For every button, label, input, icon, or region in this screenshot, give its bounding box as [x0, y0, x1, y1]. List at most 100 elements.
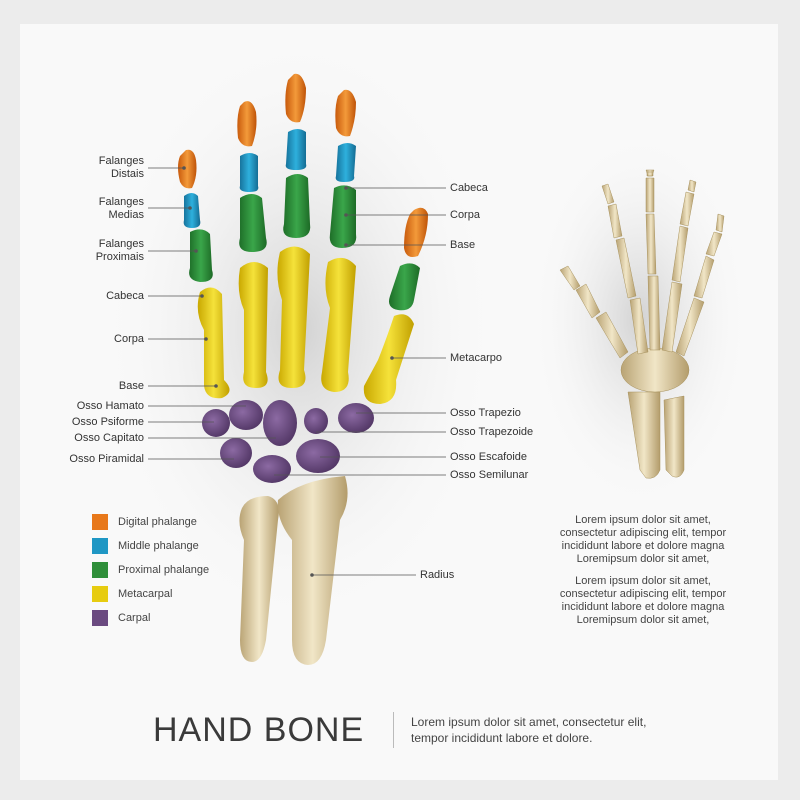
legend-swatch-carpal: [92, 610, 108, 626]
side-paragraph-1: Lorem ipsum dolor sit amet, consectetur …: [548, 514, 738, 566]
skeleton-little-proximal: [693, 255, 715, 299]
label-falanges-distais-line2: Distais: [110, 168, 144, 180]
legend-item-proximal: Proximal phalange: [92, 558, 209, 582]
metacarpal-4: [238, 262, 268, 388]
side-paragraph-1-line: incididunt labore et dolore magna: [561, 540, 725, 552]
label-falanges-medias-line1: Falanges: [98, 196, 144, 208]
skeleton-thumb-proximal: [575, 283, 601, 319]
middle-phalange-2: [335, 143, 356, 182]
legend-label-middle: Middle phalange: [118, 540, 199, 552]
side-paragraph-1-line: consectetur adipiscing elit, tempor: [559, 527, 727, 539]
carpal-piramidal: [220, 438, 252, 468]
right-leader-lines: [274, 187, 446, 576]
carpal-trapezoide: [304, 408, 328, 434]
label-falanges-proximais: Falanges Proximais: [96, 238, 144, 264]
proximal-phalange-1: [389, 263, 420, 311]
carpal-bones: [202, 400, 374, 483]
side-paragraph-2-line: incididunt labore et dolore magna: [561, 601, 725, 613]
carpal-escafoide: [296, 439, 340, 473]
label-cabeca-right: Cabeca: [450, 182, 488, 194]
label-osso-capitato: Osso Capitato: [74, 432, 144, 444]
metacarpal-5: [197, 287, 230, 399]
carpal-psiforme: [202, 409, 230, 437]
label-osso-semilunar: Osso Semilunar: [450, 469, 529, 481]
left-leader-lines: [148, 167, 276, 460]
skeleton-radius: [627, 391, 661, 479]
carpal-semilunar: [253, 455, 291, 483]
label-base-left: Base: [118, 380, 144, 392]
skeleton-little-distal: [715, 213, 725, 233]
proximal-phalange-2: [329, 185, 357, 248]
skeleton-ring-distal: [687, 179, 697, 193]
label-falanges-proximais-line2: Proximais: [95, 251, 144, 263]
carpal-capitato: [263, 400, 297, 446]
middle-phalange-5: [183, 193, 201, 228]
legend-label-carpal: Carpal: [118, 612, 151, 624]
label-osso-psiforme: Osso Psiforme: [71, 416, 144, 428]
side-paragraph-2-line: consectetur adipiscing elit, tempor: [559, 588, 727, 600]
skeleton-metacarpal-5: [675, 297, 705, 357]
label-osso-escafoide: Osso Escafoide: [450, 451, 528, 463]
side-paragraph-1-line: Lorem ipsum dolor sit amet,: [575, 514, 711, 526]
label-base-right: Base: [450, 239, 476, 251]
distal-phalange-3: [285, 73, 306, 123]
skeleton-little-middle: [705, 231, 723, 257]
label-falanges-medias-line2: Medias: [108, 209, 144, 221]
radius-bone: [277, 476, 348, 665]
legend-item-metacarpal: Metacarpal: [92, 582, 209, 606]
skeleton-metacarpal-3: [647, 275, 661, 351]
side-paragraph-2: Lorem ipsum dolor sit amet, consectetur …: [548, 575, 738, 627]
label-corpa-right: Corpa: [450, 209, 480, 221]
label-osso-piramidal: Osso Piramidal: [69, 453, 144, 465]
middle-phalanges: [183, 129, 356, 228]
label-osso-hamato: Osso Hamato: [76, 400, 144, 412]
metacarpal-bones: [197, 246, 414, 404]
proximal-phalange-3: [283, 174, 311, 238]
carpal-trapezio: [338, 403, 374, 433]
legend-swatch-metacarpal: [92, 586, 108, 602]
label-falanges-proximais-line1: Falanges: [98, 238, 144, 250]
page-title: HAND BONE: [153, 711, 365, 749]
label-falanges-medias: Falanges Medias: [99, 196, 144, 222]
forearm-bones: [239, 476, 348, 665]
skeleton-metacarpal-4: [661, 281, 683, 353]
skeleton-index-distal: [601, 183, 615, 205]
label-falanges-distais-line1: Falanges: [98, 155, 144, 167]
skeleton-ulna: [663, 395, 685, 478]
label-osso-trapezoide: Osso Trapezoide: [450, 426, 534, 438]
middle-phalange-4: [239, 153, 259, 192]
label-falanges-distais: Falanges Distais: [99, 155, 144, 181]
label-radius: Radius: [420, 569, 455, 581]
proximal-phalange-5: [189, 229, 213, 282]
side-paragraph-2-line: Loremipsum dolor sit amet,: [576, 614, 710, 626]
skeleton-ring-middle: [679, 191, 695, 227]
legend-item-digital: Digital phalange: [92, 510, 209, 534]
color-legend: Digital phalange Middle phalange Proxima…: [92, 510, 209, 630]
legend-item-carpal: Carpal: [92, 606, 209, 630]
distal-phalange-5: [178, 149, 197, 189]
skeleton-middle-middle: [645, 177, 655, 213]
legend-label-proximal: Proximal phalange: [118, 564, 210, 576]
label-cabeca-left: Cabeca: [106, 290, 144, 302]
label-corpa-left: Corpa: [114, 333, 144, 345]
legend-item-middle: Middle phalange: [92, 534, 209, 558]
proximal-phalange-4: [239, 194, 267, 252]
skeletal-hand-illustration: [559, 169, 725, 479]
legend-label-metacarpal: Metacarpal: [118, 588, 173, 600]
legend-swatch-middle: [92, 538, 108, 554]
metacarpal-3: [277, 246, 310, 388]
proximal-phalanges: [189, 174, 420, 311]
skeleton-middle-distal: [645, 169, 655, 177]
side-paragraph-1-line: Loremipsum dolor sit amet,: [576, 553, 710, 565]
distal-phalanges: [178, 73, 428, 257]
leader-dots: [182, 166, 394, 577]
skeleton-carpals: [620, 347, 690, 393]
skeleton-ring-proximal: [671, 225, 689, 283]
skeleton-index-middle: [607, 203, 623, 239]
legend-swatch-digital: [92, 514, 108, 530]
ulna-bone: [239, 496, 279, 662]
legend-label-digital: Digital phalange: [118, 516, 197, 528]
label-osso-trapezio: Osso Trapezio: [450, 407, 521, 419]
distal-phalange-4: [237, 101, 257, 147]
